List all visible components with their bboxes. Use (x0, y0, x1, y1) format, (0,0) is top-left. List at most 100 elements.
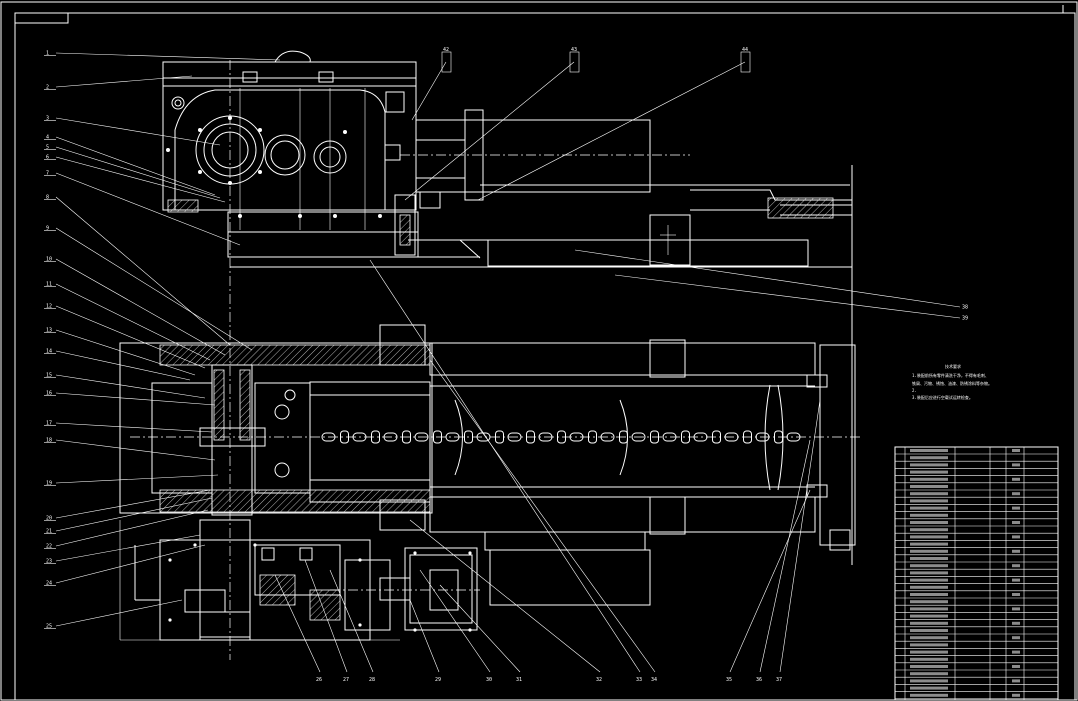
gearbox-lower (119, 519, 480, 641)
leader-line (411, 61, 447, 121)
leader-line (55, 474, 219, 484)
leader-lines (44, 51, 961, 673)
chain (321, 430, 801, 444)
parts-list-cell-text (910, 485, 948, 488)
part-callout: 29 (435, 677, 441, 683)
leader-line (55, 156, 226, 203)
parts-list-cell-text (910, 585, 948, 589)
leader-line (55, 196, 231, 346)
part-callout: 37 (776, 677, 782, 683)
parts-list-cell-text (1012, 535, 1020, 539)
tech-requirements: 技术要求 1.装配前所有零件清洗干净，不得有毛刺、 铁屑、污物、锈蚀、油漆、防锈… (912, 363, 992, 400)
leader-line (55, 599, 183, 627)
parts-list-cell-text (1012, 665, 1020, 668)
part-callout: 20 (46, 516, 52, 522)
chain-link (464, 430, 473, 444)
parts-list-table (894, 446, 1059, 701)
part-callout: 6 (46, 155, 49, 161)
leader-line (55, 146, 221, 199)
leader-line (55, 283, 211, 361)
part-callout: 5 (46, 145, 49, 151)
chain-link (402, 430, 411, 444)
parts-list-cell-text (1012, 492, 1020, 496)
leader-line (729, 489, 811, 673)
parts-list-cell-text (910, 477, 948, 481)
parts-list-cell-text (910, 679, 948, 683)
parts-list-cell-text (1012, 578, 1020, 582)
leader-line (409, 519, 601, 673)
parts-list-cell-text (1012, 477, 1020, 481)
parts-list-cell-text (910, 492, 948, 496)
motor-coupling (400, 109, 853, 565)
leader-line (55, 305, 206, 369)
parts-list-cell-text (910, 693, 948, 697)
parts-list-cell-text (910, 456, 948, 460)
part-callout: 12 (46, 304, 52, 310)
leader-line (55, 422, 213, 433)
parts-list-cell-text (910, 593, 948, 596)
parts-list-cell-text (910, 557, 948, 560)
chain-link (693, 432, 708, 442)
chain-link (538, 432, 553, 442)
leader-line (429, 359, 656, 673)
chain-link (662, 432, 677, 442)
parts-list-cell-text (910, 513, 948, 517)
chain-housing (119, 324, 856, 606)
part-callout: 30 (486, 677, 492, 683)
leader-line (409, 599, 440, 673)
part-callout: 26 (316, 677, 322, 683)
parts-list-cell-text (910, 657, 948, 661)
leader-line (55, 329, 196, 376)
parts-list-cell-text (910, 571, 948, 575)
parts-list-cell-text (1012, 693, 1020, 697)
parts-list-cell-text (910, 528, 948, 532)
leader-line (55, 439, 216, 461)
leader-line (574, 249, 961, 308)
chain-link (743, 430, 752, 444)
leader-line (55, 534, 201, 562)
parts-list-cell-text (910, 614, 948, 618)
parts-list-cell-text (1012, 549, 1020, 553)
parts-list-cell-text (1012, 650, 1020, 654)
leader-line (55, 392, 216, 406)
callout-labels: 1234567891011121314151617181920212223242… (46, 47, 968, 683)
chain-link (569, 432, 584, 442)
chain-link (774, 430, 783, 444)
corner-tag (14, 12, 69, 24)
part-callout: 38 (962, 305, 968, 311)
leader-line (779, 399, 821, 673)
section-tag: 42 (443, 47, 449, 53)
parts-list-cell-text (1012, 564, 1020, 568)
leader-line (477, 61, 746, 201)
part-callout: 18 (46, 438, 52, 444)
part-callout: 17 (46, 421, 52, 427)
parts-list-cell-text (910, 665, 948, 668)
part-callout: 2 (46, 85, 49, 91)
parts-list-cell-text (910, 549, 948, 553)
parts-list-cell-text (910, 578, 948, 582)
chain-link (371, 430, 380, 444)
chain-link (588, 430, 597, 444)
leader-line (55, 75, 193, 88)
section-tag-box (441, 51, 452, 73)
parts-list-cell-text (910, 600, 948, 604)
part-callout: 36 (756, 677, 762, 683)
leader-line (439, 584, 521, 673)
parts-list-cell-text (910, 564, 948, 568)
leader-line (329, 569, 374, 673)
leader-line (55, 544, 206, 584)
part-callout: 39 (962, 316, 968, 322)
leader-line (404, 61, 575, 201)
tech-req-line-1: 1.装配前所有零件清洗干净，不得有毛刺、 (912, 372, 989, 378)
part-callout: 34 (651, 677, 657, 683)
leader-line (369, 259, 641, 673)
inner-frame (14, 12, 1076, 701)
chain-link (414, 432, 429, 442)
parts-list-cell-text (910, 629, 948, 632)
leader-line (55, 117, 221, 146)
part-callout: 15 (46, 373, 52, 379)
parts-list-cell-text (1012, 679, 1020, 683)
chain-link (557, 430, 566, 444)
leader-line (55, 227, 253, 351)
chain-link (786, 432, 801, 442)
